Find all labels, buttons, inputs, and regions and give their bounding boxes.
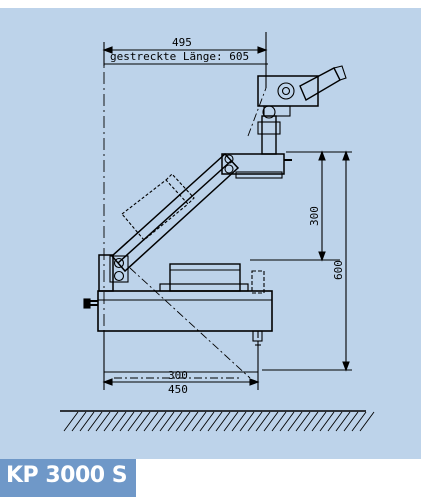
technical-drawing: 495 gestreckte Länge: 605 300 600 300 45… bbox=[60, 32, 375, 432]
technical-drawing-panel: 495 gestreckte Länge: 605 300 600 300 45… bbox=[0, 8, 421, 459]
dimension-495-label: 495 bbox=[172, 36, 192, 49]
arm-joint bbox=[221, 153, 292, 179]
lift-rod bbox=[252, 330, 263, 350]
motor-block bbox=[159, 263, 249, 292]
machine-base bbox=[83, 290, 273, 338]
dimension-300-vertical-label: 300 bbox=[308, 206, 321, 226]
dimension-495 bbox=[102, 32, 268, 88]
microscope-head bbox=[257, 65, 347, 155]
extended-length-label: gestreckte Länge: 605 bbox=[110, 50, 249, 63]
counterweight bbox=[121, 173, 195, 241]
dimension-600-label: 600 bbox=[332, 260, 345, 280]
lift-cylinder bbox=[251, 270, 265, 294]
dimension-300-base-label: 300 bbox=[168, 369, 188, 382]
model-name: KP 3000 S bbox=[6, 463, 128, 488]
dimension-vertical bbox=[250, 150, 352, 372]
model-badge: KP 3000 S bbox=[0, 459, 136, 497]
main-arm bbox=[110, 152, 240, 273]
dimension-450-label: 450 bbox=[168, 383, 188, 396]
ground-hatch-lines bbox=[63, 411, 375, 432]
dimension-bottom bbox=[102, 338, 260, 390]
column bbox=[98, 254, 129, 292]
